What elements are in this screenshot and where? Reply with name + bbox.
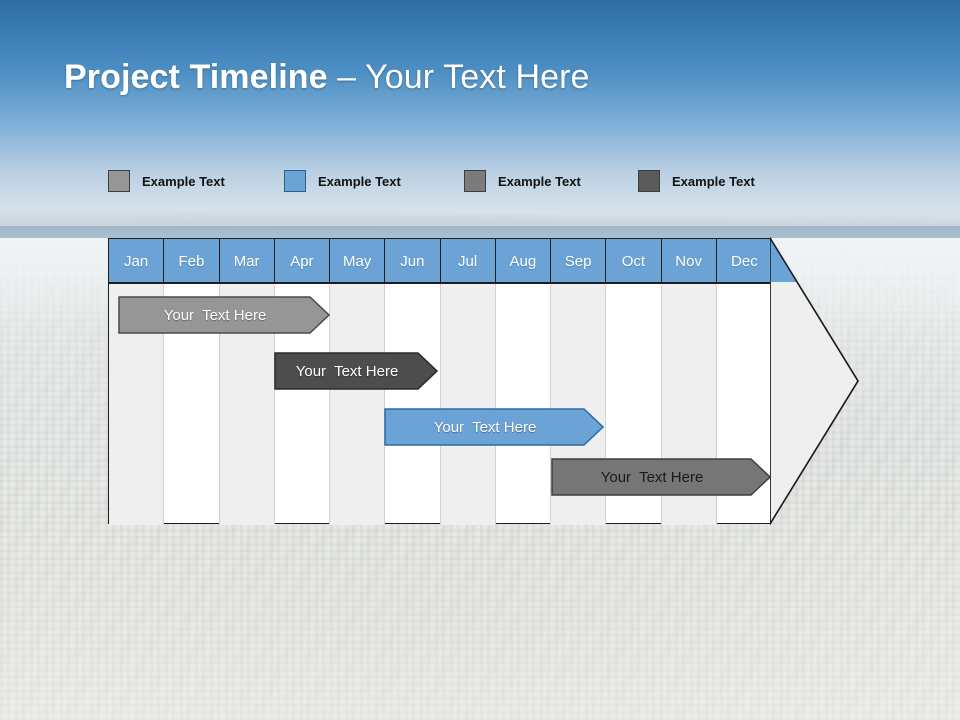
bar-arrow-icon	[384, 408, 604, 446]
timeline-bar-1[interactable]: Your Text Here	[118, 296, 330, 334]
timeline-bar-2[interactable]: Your Text Here	[274, 352, 438, 390]
legend-swatch-icon	[108, 170, 130, 192]
month-header-oct[interactable]: Oct	[606, 239, 662, 283]
timeline-column-mar	[219, 239, 275, 525]
month-header-apr[interactable]: Apr	[274, 239, 330, 283]
month-header-nov[interactable]: Nov	[661, 239, 717, 283]
legend-item-3[interactable]: Example Text	[464, 166, 581, 196]
header-divider	[109, 282, 772, 284]
month-header-jan[interactable]: Jan	[109, 239, 165, 283]
legend-item-label: Example Text	[672, 173, 755, 189]
legend-item-label: Example Text	[142, 173, 225, 189]
bar-arrow-icon	[551, 458, 771, 496]
timeline-column-jul	[440, 239, 496, 525]
page-title: Project Timeline – Your Text Here	[64, 58, 590, 97]
legend: Example Text Example Text Example Text Exam…	[108, 166, 808, 196]
timeline-column-jun	[385, 239, 441, 525]
timeline-bar-4[interactable]: Your Text Here	[551, 458, 771, 496]
month-header-dec[interactable]: Dec	[716, 239, 772, 283]
legend-item-1[interactable]: Example Text	[108, 166, 225, 196]
page-title-rest: – Your Text Here	[327, 58, 590, 96]
month-header-feb[interactable]: Feb	[164, 239, 220, 283]
month-header-mar[interactable]: Mar	[219, 239, 275, 283]
legend-item-label: Example Text	[318, 173, 401, 189]
legend-swatch-icon	[464, 170, 486, 192]
bar-arrow-icon	[274, 352, 438, 390]
month-header-sep[interactable]: Sep	[551, 239, 607, 283]
timeline-arrow-tip	[770, 237, 870, 525]
timeline-bar-3[interactable]: Your Text Here	[384, 408, 604, 446]
month-header-jun[interactable]: Jun	[385, 239, 441, 283]
legend-swatch-icon	[284, 170, 306, 192]
legend-item-2[interactable]: Example Text	[284, 166, 401, 196]
legend-item-4[interactable]: Example Text	[638, 166, 755, 196]
legend-swatch-icon	[638, 170, 660, 192]
legend-item-label: Example Text	[498, 173, 581, 189]
timeline-column-feb	[164, 239, 220, 525]
page-title-bold: Project Timeline	[64, 58, 328, 96]
timeline-column-aug	[496, 239, 551, 525]
month-header-may[interactable]: May	[330, 239, 386, 283]
timeline-column-jan	[109, 239, 165, 525]
month-header-jul[interactable]: Jul	[440, 239, 496, 283]
timeline-column-oct	[606, 239, 662, 525]
month-header-aug[interactable]: Aug	[495, 239, 551, 283]
bar-arrow-icon	[118, 296, 330, 334]
